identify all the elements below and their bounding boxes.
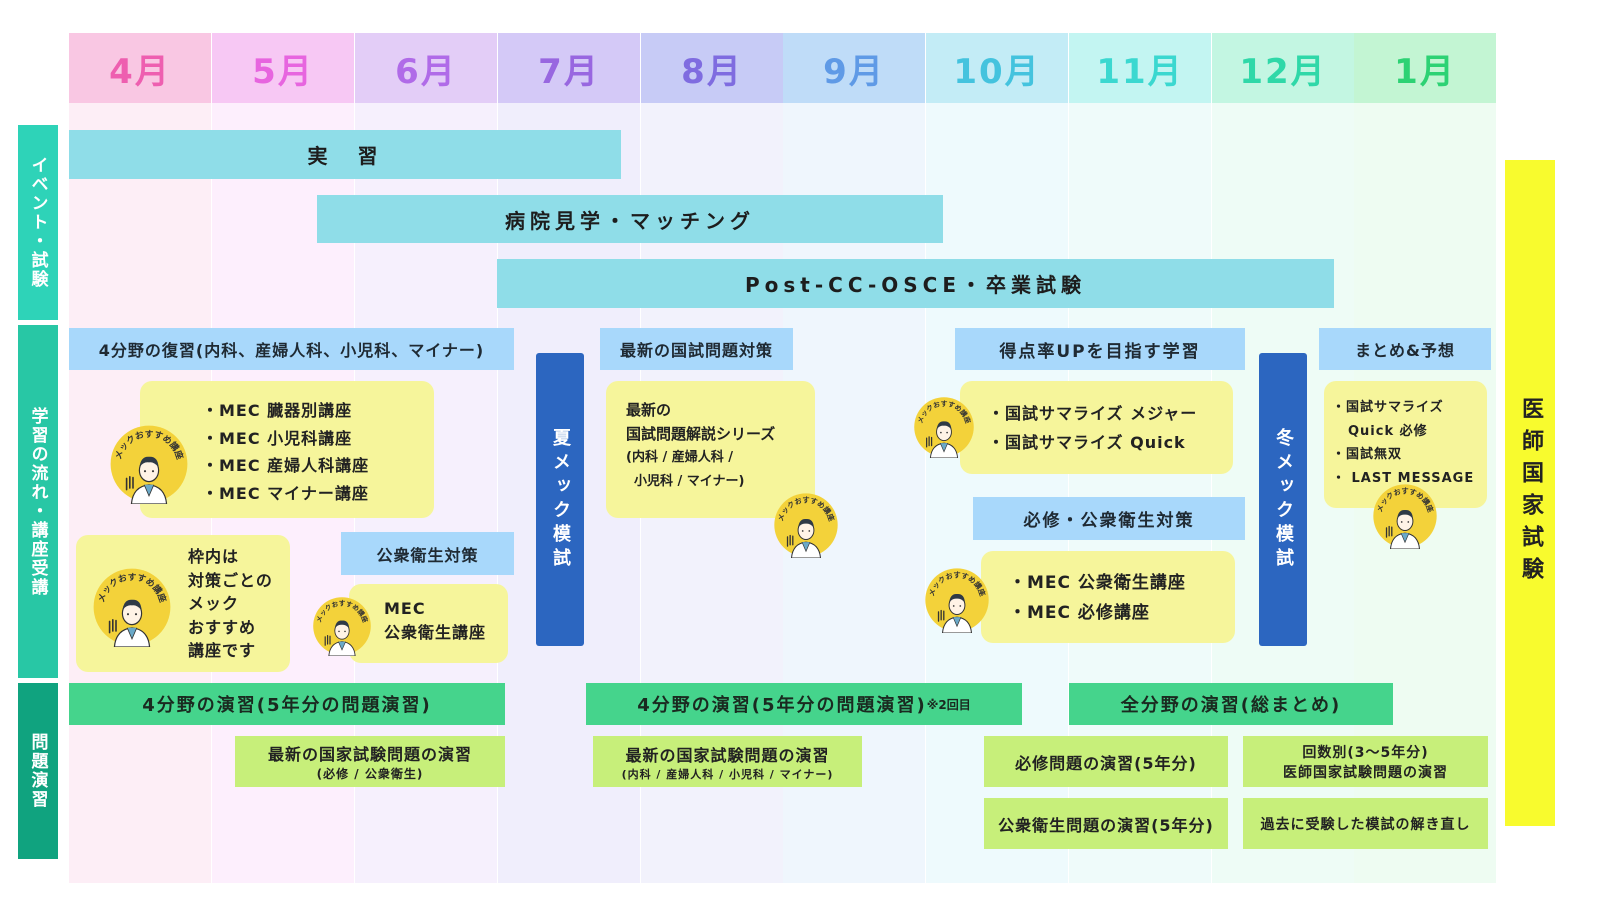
- review-mock-label: 過去に受験した模試の解き直し: [1260, 816, 1471, 833]
- practice-bar-1: 4分野の演習(5年分の問題演習): [69, 683, 505, 725]
- recommend-badge-icon: メックおすすめ講座: [914, 397, 974, 458]
- month-header: 4月: [69, 33, 211, 103]
- month-header: 8月: [641, 33, 783, 103]
- course-item: 公衆衛生講座: [384, 623, 487, 642]
- practice-bar-2-label: 4分野の演習(5年分の問題演習): [637, 695, 927, 716]
- hisshu-practice: 必修問題の演習(5年分): [984, 736, 1228, 787]
- summary-header: まとめ&予想: [1319, 328, 1491, 370]
- course-item: ・国試サマライズ メジャー: [988, 404, 1198, 423]
- row-label-events: イベント・試験: [18, 125, 58, 320]
- latest-practice-1-sub: (必修 / 公衆衛生): [316, 767, 424, 781]
- practice-bar-3: 全分野の演習(総まとめ): [1069, 683, 1393, 725]
- course-item: MEC: [384, 599, 426, 618]
- bar-hospital-visit: 病院見学・マッチング: [317, 195, 943, 243]
- recommend-badge-icon: メックおすすめ講座: [774, 493, 838, 558]
- course-item: ・国試サマライズ Quick: [988, 433, 1186, 452]
- note-line: おすすめ: [188, 617, 257, 637]
- kaisu-practice-l2: 医師国家試験問題の演習: [1283, 764, 1448, 781]
- month-header: 9月: [783, 33, 925, 103]
- course-item: 小児科 / マイナー): [634, 474, 745, 489]
- course-item: ・MEC マイナー講座: [202, 483, 369, 503]
- latest-practice-1: 最新の国家試験問題の演習 (必修 / 公衆衛生): [235, 736, 505, 787]
- recommend-badge-icon: メックおすすめ講座: [313, 597, 371, 656]
- course-item: Quick 必修: [1348, 423, 1428, 439]
- recommend-badge-icon: メックおすすめ講座: [93, 568, 171, 647]
- score-courses-card: ・国試サマライズ メジャー ・国試サマライズ Quick: [960, 381, 1233, 474]
- course-item: 国試問題解説シリーズ: [626, 425, 776, 443]
- mec-courses-card: ・MEC 臓器別講座 ・MEC 小児科講座 ・MEC 産婦人科講座 ・MEC マ…: [140, 381, 434, 518]
- row-label-study: 学習の流れ・講座受講: [18, 325, 58, 678]
- course-item: (内科 / 産婦人科 /: [626, 450, 734, 465]
- public-practice: 公衆衛生問題の演習(5年分): [984, 798, 1228, 849]
- public-health-card: MEC 公衆衛生講座: [349, 584, 508, 663]
- public-health-header: 公衆衛生対策: [341, 532, 514, 575]
- course-item: 最新の: [626, 401, 672, 419]
- course-item: ・国試無双: [1332, 447, 1403, 462]
- score-header: 得点率UPを目指す学習: [955, 328, 1245, 370]
- latest-header: 最新の国試問題対策: [600, 328, 793, 370]
- bar-jisshu: 実 習: [69, 130, 621, 179]
- month-header: 10月: [926, 33, 1068, 103]
- month-header: 7月: [498, 33, 640, 103]
- hisshu-header: 必修・公衆衛生対策: [973, 497, 1245, 540]
- note-line: 枠内は: [188, 547, 240, 566]
- course-item: ・MEC 小児科講座: [202, 428, 353, 448]
- hisshu-courses-card: ・MEC 公衆衛生講座 ・MEC 必修講座: [981, 551, 1235, 643]
- national-exam-bar: 医師国家試験: [1505, 160, 1555, 826]
- review-header: 4分野の復習(内科、産婦人科、小児科、マイナー): [69, 328, 514, 370]
- note-line: 対策ごとの: [188, 570, 273, 590]
- month-header: 6月: [355, 33, 497, 103]
- course-item: ・MEC 臓器別講座: [202, 401, 353, 420]
- kaisu-practice: 回数別(3〜5年分) 医師国家試験問題の演習: [1243, 736, 1488, 787]
- course-item: ・MEC 公衆衛生講座: [1009, 573, 1186, 593]
- note-line: メック: [188, 594, 240, 613]
- review-mock-practice: 過去に受験した模試の解き直し: [1243, 798, 1488, 849]
- latest-practice-2: 最新の国家試験問題の演習 (内科 / 産婦人科 / 小児科 / マイナー): [593, 736, 862, 787]
- hisshu-practice-label: 必修問題の演習(5年分): [1015, 753, 1197, 773]
- bar-osce: Post-CC-OSCE・卒業試験: [497, 259, 1334, 308]
- course-item: ・国試サマライズ: [1332, 400, 1444, 415]
- recommend-badge-icon: メックおすすめ講座: [110, 425, 188, 504]
- row-label-practice: 問題演習: [18, 683, 58, 859]
- summary-courses-card: ・国試サマライズ Quick 必修 ・国試無双 ・ LAST MESSAGE: [1324, 381, 1487, 508]
- month-header: 1月: [1354, 33, 1496, 103]
- latest-practice-2-title: 最新の国家試験問題の演習: [625, 745, 830, 765]
- month-header: 11月: [1069, 33, 1211, 103]
- latest-practice-1-title: 最新の国家試験問題の演習: [267, 745, 472, 764]
- recommend-badge-icon: メックおすすめ講座: [925, 568, 989, 633]
- month-header: 5月: [212, 33, 354, 103]
- kaisu-practice-l1: 回数別(3〜5年分): [1302, 744, 1429, 761]
- month-header: 12月: [1212, 33, 1354, 103]
- practice-bar-2-note: ※2回目: [926, 697, 971, 712]
- recommend-badge-icon: メックおすすめ講座: [1373, 484, 1437, 549]
- summer-mock-exam: 夏メック模試: [536, 353, 584, 646]
- latest-course-card: 最新の 国試問題解説シリーズ (内科 / 産婦人科 / 小児科 / マイナー): [606, 381, 815, 518]
- practice-bar-2: 4分野の演習(5年分の問題演習)※2回目: [586, 683, 1022, 725]
- note-line: 講座です: [188, 641, 257, 660]
- public-practice-label: 公衆衛生問題の演習(5年分): [998, 815, 1214, 835]
- latest-practice-2-sub: (内科 / 産婦人科 / 小児科 / マイナー): [621, 767, 834, 781]
- winter-mock-exam: 冬メック模試: [1259, 353, 1307, 646]
- course-item: ・MEC 必修講座: [1009, 603, 1150, 623]
- course-item: ・ LAST MESSAGE: [1332, 470, 1475, 486]
- course-item: ・MEC 産婦人科講座: [202, 456, 370, 475]
